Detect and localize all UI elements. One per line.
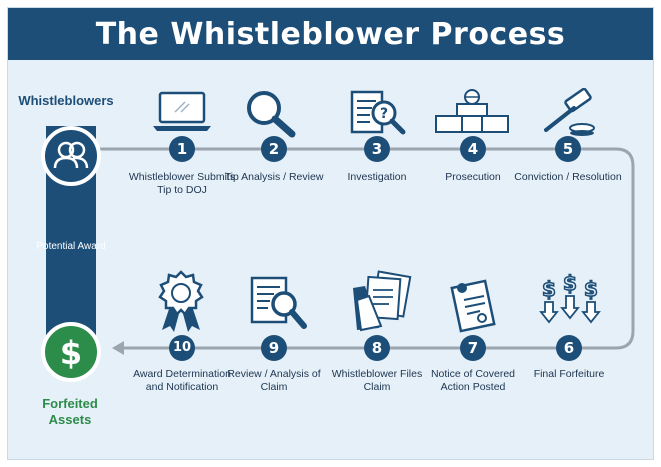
laptop-icon xyxy=(153,91,211,131)
step-6-label: Final Forfeiture xyxy=(533,368,605,380)
dollar-arrows-icon: $ $ $ xyxy=(539,272,601,324)
document-question-icon: ? xyxy=(350,90,406,135)
forfeited-assets-label: Forfeited Assets xyxy=(42,396,98,427)
courtroom-scales-icon xyxy=(435,89,509,133)
step-4-badge: 4 xyxy=(460,136,486,162)
step-8-label: Whistleblower Files Claim xyxy=(331,368,423,393)
whistleblowers-label: Whistleblowers xyxy=(18,93,114,108)
step-10-badge: 10 xyxy=(169,335,195,361)
step-5-label: Conviction / Resolution xyxy=(514,171,622,183)
step-10-label: Award Determination and Notification xyxy=(133,368,231,393)
dollar-symbol: $ xyxy=(59,334,83,372)
infographic-frame: The Whistleblower Process Whistleblowers… xyxy=(7,7,654,460)
step-7-label: Notice of Covered Action Posted xyxy=(430,368,516,393)
gavel-icon xyxy=(544,88,595,136)
claim-folder-icon xyxy=(353,270,412,332)
process-flow-line xyxy=(98,147,635,355)
potential-award-label: Potential Award xyxy=(36,241,106,252)
step-2-badge: 2 xyxy=(261,136,287,162)
document-magnifier-icon xyxy=(250,276,307,329)
step-5-badge: 5 xyxy=(555,136,581,162)
notice-document-icon xyxy=(450,279,496,333)
magnifying-glass-icon xyxy=(247,91,296,138)
svg-text:$: $ xyxy=(584,277,598,301)
svg-text:$: $ xyxy=(563,272,577,295)
step-1-label: Whistleblower Submits Tip to DOJ xyxy=(128,171,236,196)
svg-text:?: ? xyxy=(380,106,388,122)
step-9-badge: 9 xyxy=(261,335,287,361)
step-1-badge: 1 xyxy=(169,136,195,162)
step-6-badge: 6 xyxy=(556,335,582,361)
step-4-label: Prosecution xyxy=(445,171,501,183)
header-banner: The Whistleblower Process xyxy=(8,8,653,60)
page-title: The Whistleblower Process xyxy=(95,16,566,52)
award-ribbon-icon xyxy=(158,270,204,332)
step-7-badge: 7 xyxy=(460,335,486,361)
step-3-badge: 3 xyxy=(364,136,390,162)
step-8-badge: 8 xyxy=(364,335,390,361)
people-icon xyxy=(41,126,101,186)
flow-arrowhead xyxy=(112,341,124,355)
dollar-icon: $ xyxy=(41,322,101,382)
step-3-label: Investigation xyxy=(347,171,407,183)
svg-text:$: $ xyxy=(542,277,556,301)
step-9-label: Review / Analysis of Claim xyxy=(227,368,321,393)
step-2-label: Tip Analysis / Review xyxy=(224,171,324,183)
